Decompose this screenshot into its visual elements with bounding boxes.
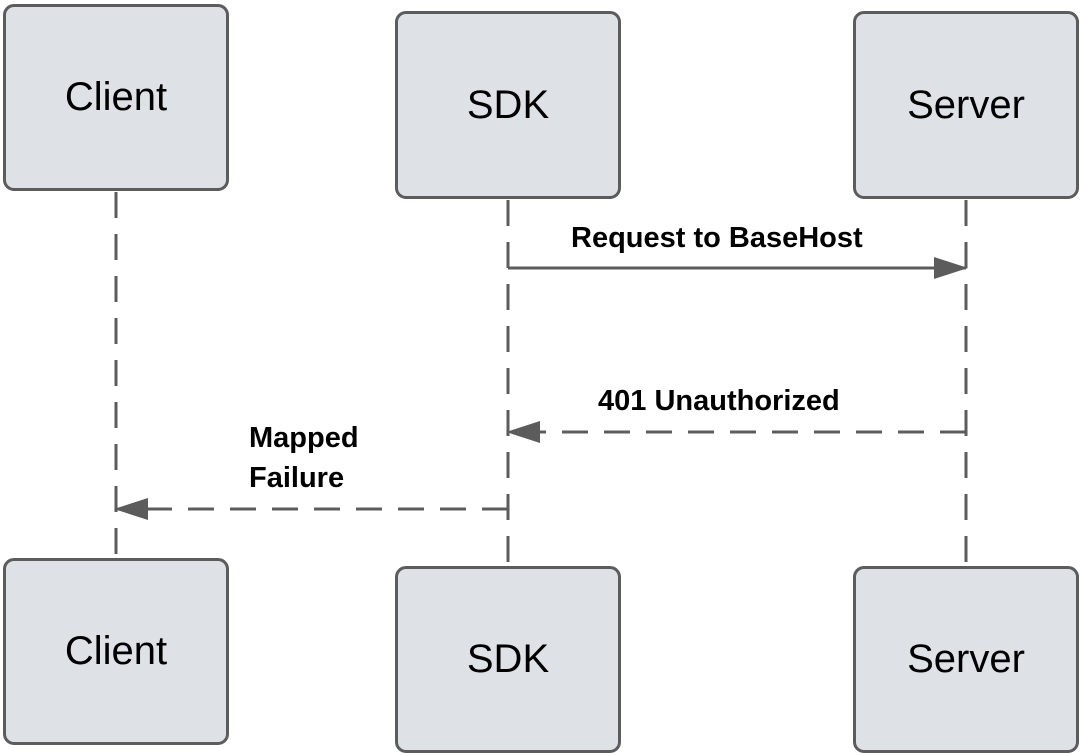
sdk-actor-bottom-label: SDK	[466, 637, 550, 681]
server-actor-top-label: Server	[907, 82, 1025, 127]
sdk-actor-bottom: SDK	[395, 566, 621, 753]
client-actor-bottom: Client	[3, 558, 229, 745]
server-actor-top: Server	[853, 11, 1079, 199]
mapped-failure-label: Mapped Failure	[249, 418, 359, 498]
request-label: Request to BaseHost	[571, 218, 863, 258]
unauthorized-label: 401 Unauthorized	[598, 381, 840, 421]
unauthorized-label-line: 401 Unauthorized	[598, 385, 840, 417]
sdk-actor-top: SDK	[395, 11, 621, 199]
client-actor-top: Client	[3, 4, 229, 191]
mapped-failure-label-line-1: Mapped	[249, 422, 359, 454]
request-label-line: Request to BaseHost	[571, 222, 863, 254]
server-actor-bottom-label: Server	[907, 637, 1025, 681]
client-actor-bottom-label: Client	[64, 629, 168, 673]
sdk-actor-top-label: SDK	[466, 82, 550, 127]
mapped-failure-label-line-2: Failure	[249, 462, 345, 494]
server-actor-bottom: Server	[853, 566, 1079, 753]
client-actor-top-label: Client	[64, 75, 168, 119]
